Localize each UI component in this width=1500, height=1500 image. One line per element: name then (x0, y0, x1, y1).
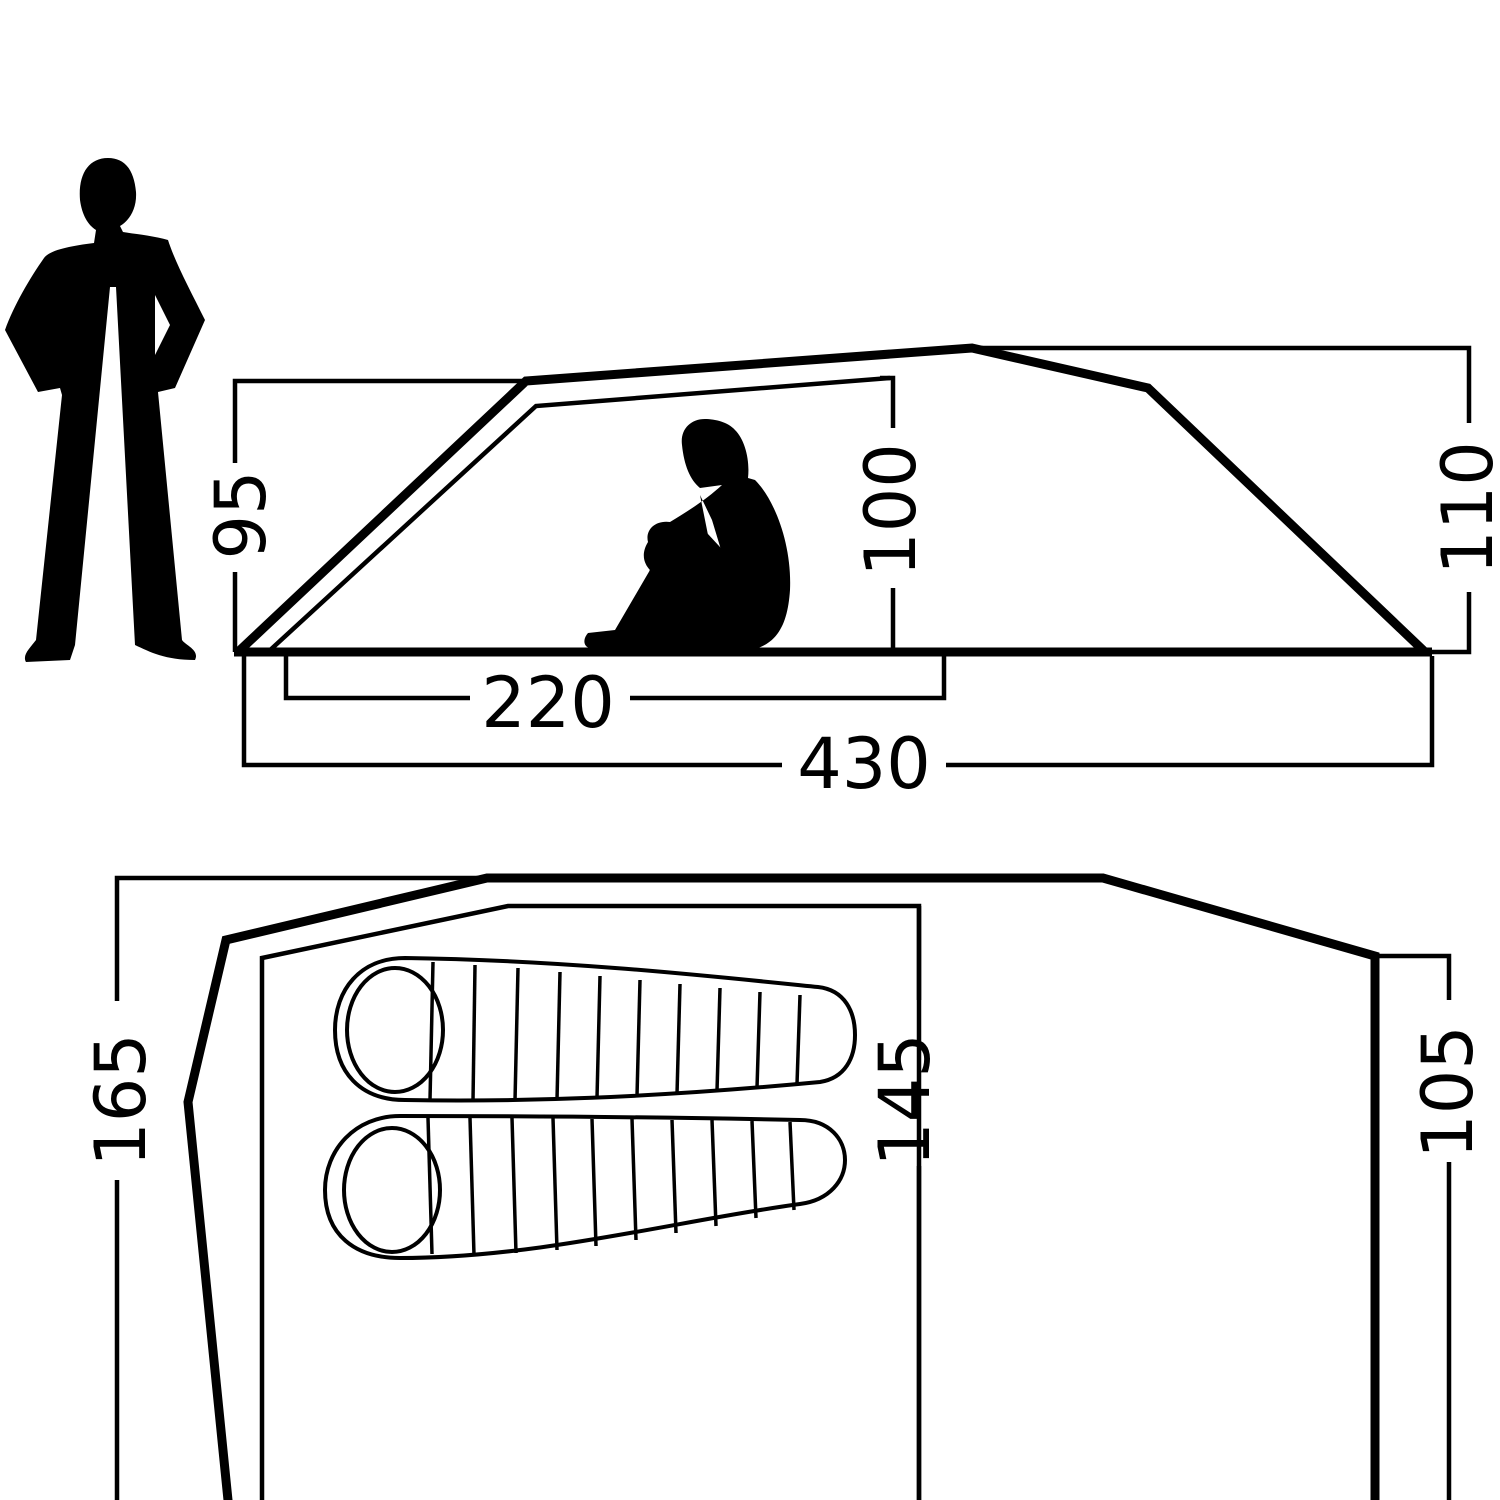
sitting-person-icon (584, 419, 791, 648)
tent-outer-outline-side (234, 343, 1429, 656)
dim-outer-length: 430 (797, 723, 931, 805)
standing-person-icon (5, 158, 205, 662)
top-view: 165 145 105 (80, 873, 1489, 1500)
tent-inner-outline-side (266, 375, 891, 654)
sleeping-bag-1 (332, 955, 858, 1103)
dim-inner-length: 220 (481, 662, 615, 744)
dim-inner-front-height: 95 (200, 470, 282, 559)
dim-inner-height: 100 (850, 443, 932, 577)
tent-outer-outline-top (183, 873, 1380, 1500)
dim-outer-height: 110 (1427, 441, 1500, 575)
dim-inner-width: 145 (864, 1033, 946, 1167)
dim-rear-width: 105 (1407, 1025, 1489, 1159)
side-view: 95 100 110 220 430 (200, 343, 1500, 805)
dim-outer-width: 165 (80, 1033, 162, 1167)
sleeping-bag-2 (322, 1113, 848, 1261)
